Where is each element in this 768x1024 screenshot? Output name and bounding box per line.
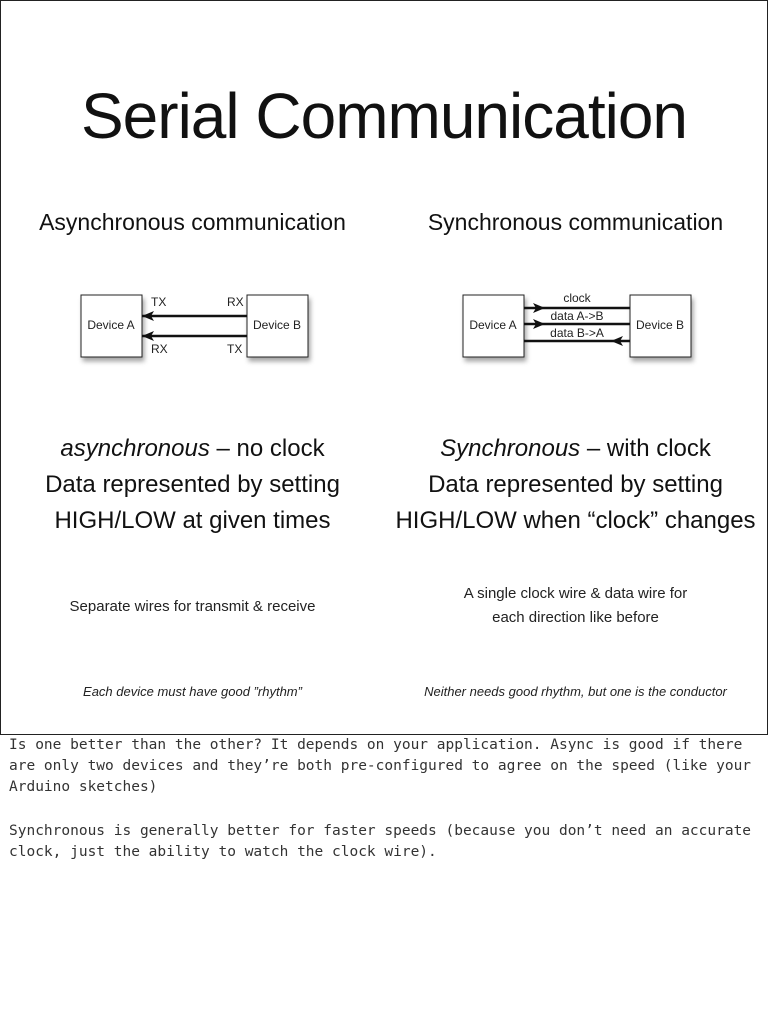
sync-detail: A single clock wire & data wire for each… [384, 582, 767, 630]
sync-data-ba-label: data B->A [550, 326, 604, 340]
sync-summary-line3: HIGH/LOW when “clock” changes [395, 507, 756, 534]
async-heading: Asynchronous communication [39, 209, 346, 235]
async-arrow-to-a-icon [142, 311, 154, 321]
sync-footnote: Neither needs good rhythm, but one is th… [424, 684, 727, 699]
sync-detail-line2: each direction like before [492, 609, 659, 626]
async-summary-line2: Data represented by setting [45, 471, 340, 498]
async-device-b-label: Device B [253, 318, 301, 332]
async-device-a-label: Device A [87, 318, 134, 332]
sync-summary: Synchronous – with clock Data represente… [384, 431, 767, 539]
async-device-b-box [246, 294, 309, 358]
sync-summary-lead: Synchronous [440, 435, 581, 462]
sync-summary-rest: – with clock [580, 435, 711, 462]
sync-detail-line1: A single clock wire & data wire for [463, 585, 688, 602]
notes-paragraph-2: Synchronous is generally better for fast… [9, 823, 752, 860]
async-b-bottom-label: TX [227, 342, 242, 356]
async-summary-rest: – no clock [209, 435, 325, 462]
sync-device-b-label: Device B [636, 318, 684, 332]
notes-paragraph-1: Is one better than the other? It depends… [9, 737, 752, 795]
sync-data-ab-label: data A->B [550, 309, 603, 323]
slide-title: Serial Communication [80, 80, 688, 152]
async-detail: Separate wires for transmit & receive [69, 598, 316, 615]
async-arrow-to-a-bottom-icon [142, 331, 154, 341]
async-a-top-label: TX [151, 295, 166, 309]
sync-clock-label: clock [563, 291, 591, 305]
async-summary-line3: HIGH/LOW at given times [54, 507, 331, 534]
sync-diagram: Device A Device B clock data A->B data B… [453, 286, 703, 380]
sync-device-b-box [629, 294, 692, 358]
async-device-a-box [80, 294, 143, 358]
async-b-top-label: RX [227, 295, 244, 309]
async-diagram: Device A Device B TX RX RX TX [71, 286, 321, 380]
async-footnote: Each device must have good ”rhythm” [83, 684, 302, 699]
sync-device-a-box [462, 294, 525, 358]
sync-data-ab-arrow-icon [533, 319, 545, 329]
sync-heading: Synchronous communication [427, 209, 724, 235]
sync-device-a-label: Device A [469, 318, 516, 332]
async-summary: asynchronous – no clock Data represented… [1, 431, 384, 539]
sync-summary-line2: Data represented by setting [428, 471, 723, 498]
async-a-bottom-label: RX [151, 342, 168, 356]
async-summary-lead: asynchronous [60, 435, 210, 462]
sync-data-ba-arrow-icon [611, 336, 623, 346]
sync-clock-arrow-icon [533, 303, 545, 313]
speaker-notes: Is one better than the other? It depends… [9, 735, 759, 886]
slide: Serial Communication Asynchronous commun… [0, 0, 768, 735]
